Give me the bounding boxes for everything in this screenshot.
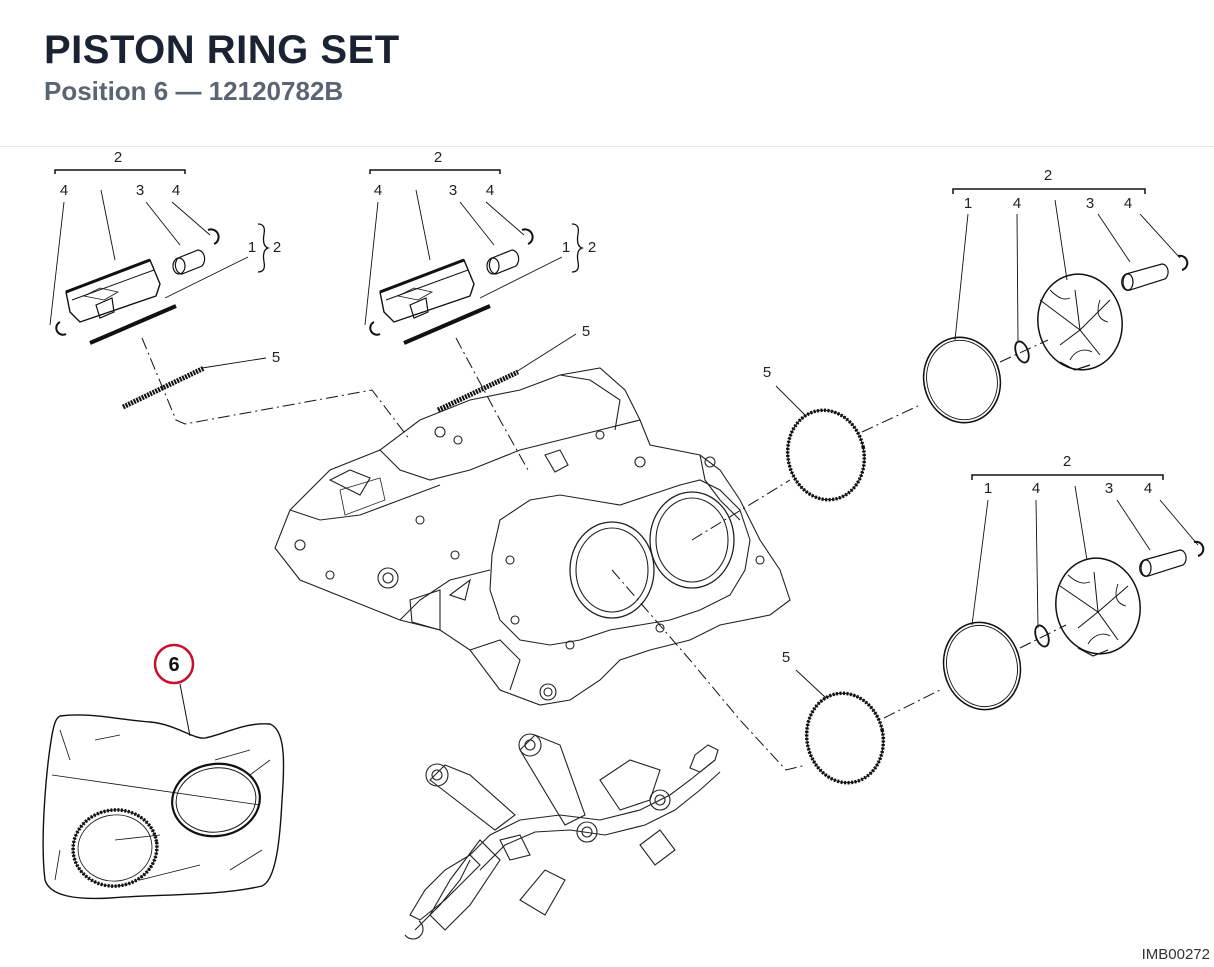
- subtitle-position: Position 6: [44, 76, 169, 106]
- callout-4: 4: [1144, 480, 1152, 497]
- callout-4: 4: [1013, 195, 1021, 212]
- callout-5: 5: [782, 649, 790, 666]
- callout-3: 3: [1086, 195, 1094, 212]
- callout-5: 5: [272, 349, 280, 366]
- piston-assembly-3: 2 1 4 3 4 5: [691, 167, 1189, 541]
- callout-1: 1: [964, 195, 972, 212]
- image-code: IMB00272: [1141, 946, 1210, 963]
- callout-4: 4: [1032, 480, 1040, 497]
- page-subtitle: Position 6 — 12120782B: [44, 76, 343, 107]
- position-6-callout-number: 6: [168, 654, 179, 676]
- callout-4: 4: [60, 182, 68, 199]
- subtitle-separator: —: [175, 76, 202, 106]
- callout-2: 2: [273, 239, 281, 256]
- page-title: PISTON RING SET: [44, 28, 400, 72]
- callout-5: 5: [763, 364, 771, 381]
- ring-set-ring-1: [171, 762, 261, 838]
- callout-3: 3: [136, 182, 144, 199]
- callout-4: 4: [374, 182, 382, 199]
- crankshaft: [404, 733, 721, 940]
- piston-assembly-1: 2 4 3 4 1 2 5: [49, 149, 411, 441]
- position-6-callout-circle: [153, 643, 195, 685]
- callout-3: 3: [449, 182, 457, 199]
- callout-4: 4: [172, 182, 180, 199]
- callout-2: 2: [588, 239, 596, 256]
- callout-5: 5: [582, 323, 590, 340]
- engine-crankcase: [274, 367, 791, 706]
- callout-1: 1: [562, 239, 570, 256]
- callout-2: 2: [1063, 453, 1071, 470]
- piston-assembly-4: 2 1 4 3 4 5: [611, 453, 1205, 785]
- piston-assembly-2: 2 4 3 4 1 2 5: [364, 149, 596, 471]
- callout-4: 4: [486, 182, 494, 199]
- exploded-parts-diagram: 2 4 3 4 1 2 5 2 4 3 4 1 2: [42, 149, 1205, 940]
- page-header: PISTON RING SET Position 6 — 12120782B: [0, 0, 1214, 147]
- callout-1: 1: [248, 239, 256, 256]
- callout-2: 2: [1044, 167, 1052, 184]
- subtitle-part-number: 12120782B: [208, 76, 344, 106]
- callout-1: 1: [984, 480, 992, 497]
- piston-ring-set-position-6[interactable]: 6: [42, 643, 285, 900]
- callout-3: 3: [1105, 480, 1113, 497]
- callout-2: 2: [114, 149, 122, 166]
- callout-2: 2: [434, 149, 442, 166]
- callout-4: 4: [1124, 195, 1132, 212]
